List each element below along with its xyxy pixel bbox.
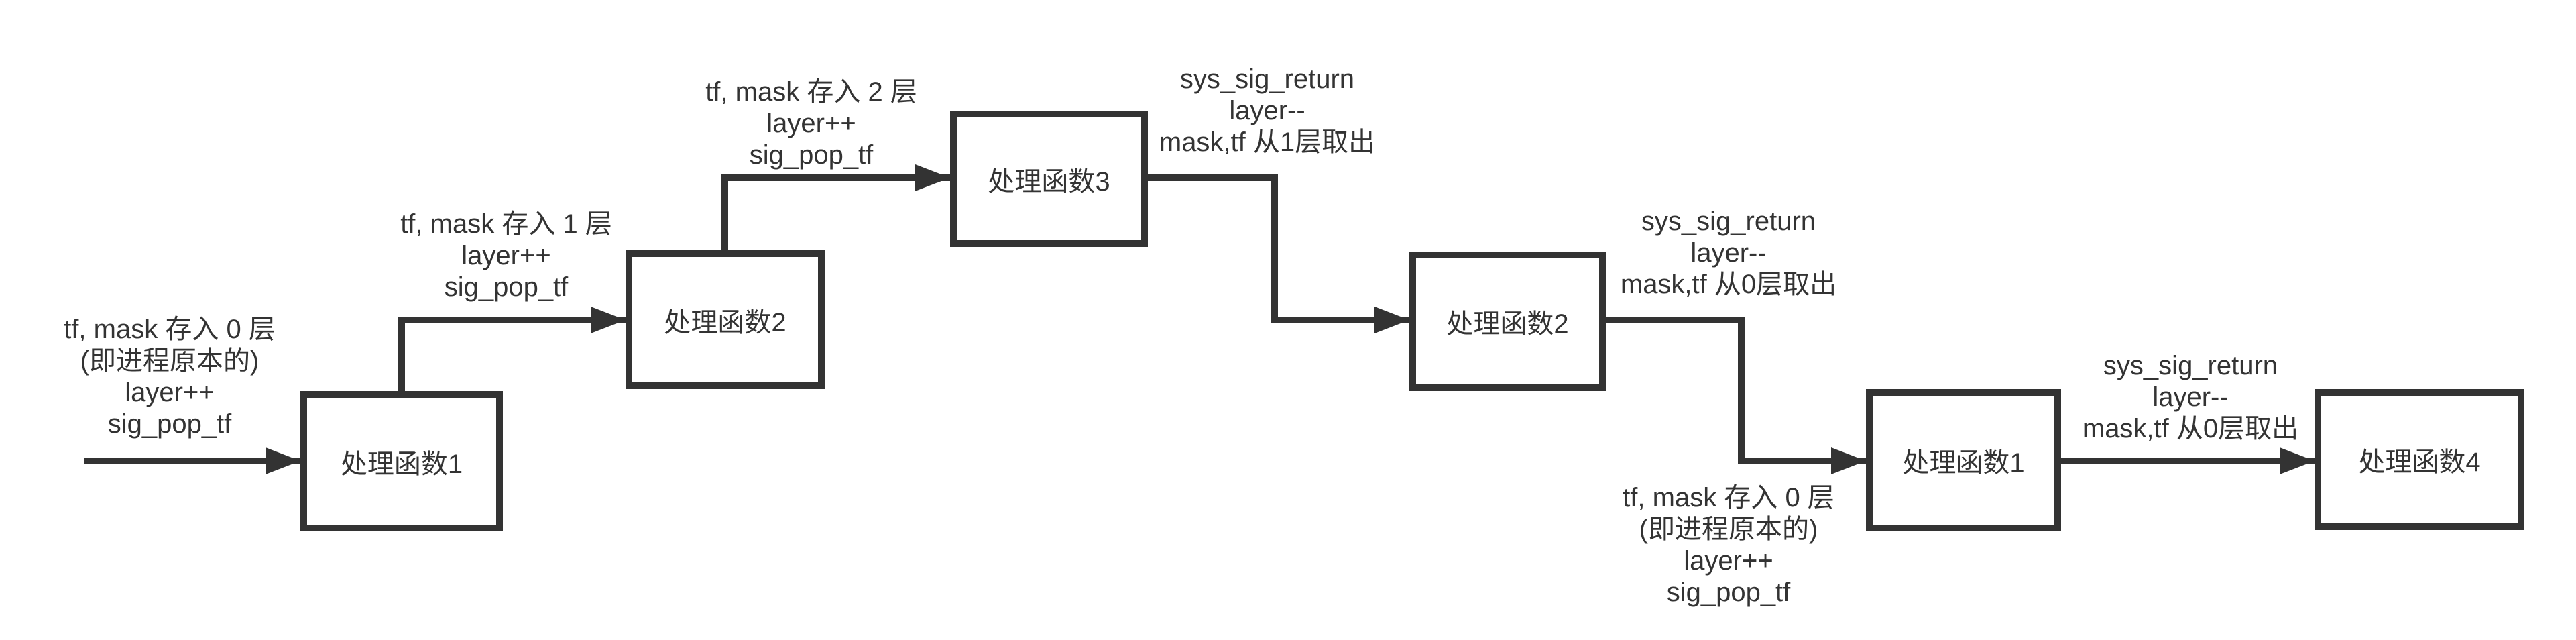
edge-label-line: mask,tf 从1层取出 <box>1159 127 1376 157</box>
handler-box: 处理函数2 <box>1409 252 1606 391</box>
handler-box: 处理函数2 <box>626 250 825 389</box>
handler-box-label: 处理函数2 <box>1446 309 1569 339</box>
flow-connector-handler2-to-handler3 <box>721 164 950 254</box>
edge-label: tf, mask 存入 0 层(即进程原本的)layer++sig_pop_tf <box>1623 482 1834 608</box>
edge-label-line: sig_pop_tf <box>1666 578 1791 607</box>
edge-label-line: layer++ <box>125 378 215 407</box>
handler-box-label: 处理函数3 <box>988 166 1110 197</box>
edge-label: tf, mask 存入 0 层(即进程原本的)layer++sig_pop_tf <box>64 314 276 440</box>
handler-box: 处理函数4 <box>2315 389 2524 530</box>
handler-box: 处理函数3 <box>950 111 1148 247</box>
edge-label-line: sys_sig_return <box>1179 64 1355 94</box>
edge-label-line: sig_pop_tf <box>107 409 232 439</box>
edge-label-line: sig_pop_tf <box>749 140 874 170</box>
edge-label-line: tf, mask 存入 0 层 <box>64 315 276 344</box>
edge-label-line: tf, mask 存入 1 层 <box>400 209 612 239</box>
handler-box: 处理函数1 <box>1866 389 2061 531</box>
edge-label-line: layer++ <box>1684 546 1773 576</box>
edge-label-line: layer++ <box>461 241 551 270</box>
edge-label-line: tf, mask 存入 0 层 <box>1623 483 1834 513</box>
edge-label-line: layer-- <box>1229 96 1305 125</box>
edge-label-line: layer-- <box>1690 238 1767 268</box>
handler-box-label: 处理函数1 <box>1902 448 2025 478</box>
handler-box-label: 处理函数2 <box>664 307 786 337</box>
edge-label-line: layer-- <box>2152 382 2229 412</box>
edge-label-line: (即进程原本的) <box>80 346 259 376</box>
edge-label-line: sys_sig_return <box>1641 207 1816 236</box>
edge-label-line: mask,tf 从0层取出 <box>1620 270 1837 299</box>
edge-label-line: mask,tf 从0层取出 <box>2082 414 2299 443</box>
edge-label-line: sys_sig_return <box>2103 351 2278 380</box>
flow-connector-handler3-return <box>1145 174 1409 333</box>
flow-connector-handler1-to-handler2 <box>398 307 626 394</box>
edge-label-line: sig_pop_tf <box>444 272 569 302</box>
edge-label-line: layer++ <box>766 109 856 138</box>
handler-box: 处理函数1 <box>300 391 503 531</box>
handler-box-label: 处理函数4 <box>2358 447 2481 477</box>
handler-box-label: 处理函数1 <box>340 449 463 479</box>
edge-label-line: tf, mask 存入 2 层 <box>705 77 917 107</box>
flow-connector-handler2-return <box>1602 317 1866 474</box>
edge-label-line: (即进程原本的) <box>1639 515 1818 544</box>
